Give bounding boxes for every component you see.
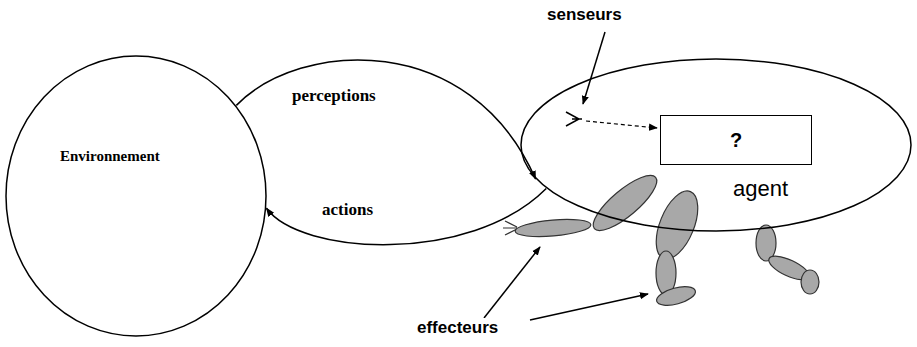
thigh	[648, 185, 706, 264]
ellipse-outline	[5, 55, 267, 337]
back-thigh	[756, 225, 776, 261]
ellipse-node: agent?	[520, 58, 912, 232]
upper-arm	[586, 167, 664, 238]
eye-symbol	[566, 112, 582, 126]
text-slot: senseurs	[545, 5, 624, 25]
effector-leader	[484, 247, 540, 318]
forearm	[514, 217, 591, 240]
box-text: ?	[730, 129, 742, 152]
back-foot	[801, 270, 819, 294]
ellipse-shape	[521, 59, 911, 231]
foot	[655, 283, 698, 309]
text-slot: actions	[320, 200, 375, 220]
text-slot: Environnement	[60, 147, 160, 165]
text-slot: perceptions	[290, 86, 378, 106]
node-text: Environnement	[60, 148, 160, 164]
node-text: agent	[733, 176, 788, 201]
text-slot: effecteurs	[415, 318, 500, 338]
ellipse-shape	[6, 56, 266, 336]
edge-label: actions	[320, 200, 375, 219]
sensor-leader	[583, 32, 605, 104]
part-label: senseurs	[545, 5, 624, 24]
text-slot: agent	[733, 176, 788, 202]
gripper	[503, 221, 517, 235]
flow-arrow	[236, 60, 535, 179]
ellipse-node: Environnement	[5, 55, 267, 337]
effector-leader	[530, 294, 648, 320]
sensor-arrow	[586, 121, 657, 128]
process-box: ?	[660, 115, 812, 165]
effector-limbs	[503, 167, 819, 309]
part-label: effecteurs	[415, 318, 500, 337]
edge-label: perceptions	[290, 86, 378, 105]
flow-arrow	[267, 189, 547, 245]
